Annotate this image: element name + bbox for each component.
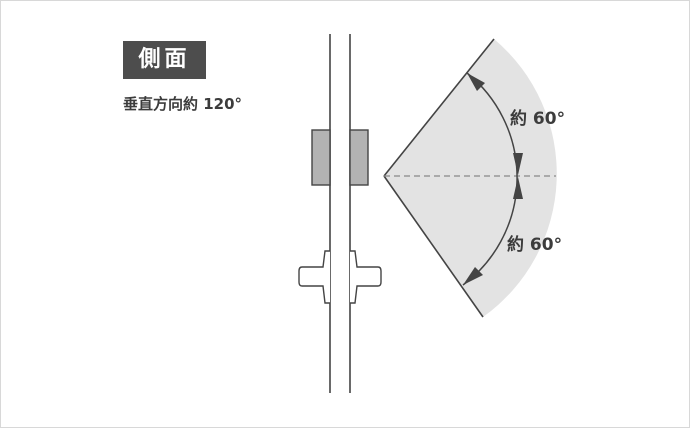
arrow-head-upper — [467, 73, 485, 91]
angle-label-upper: 約 60° — [510, 108, 565, 129]
arrow-head-center-upper — [513, 153, 523, 175]
title-badge: 側面 — [123, 41, 206, 79]
upper-limit-line — [383, 38, 495, 177]
viewing-sector — [384, 39, 557, 317]
latch-left — [311, 129, 331, 186]
arrow-head-lower — [463, 267, 483, 285]
subtitle: 垂直方向約 120° — [123, 95, 243, 113]
lever-handle-left — [298, 250, 330, 304]
angle-arc — [462, 72, 518, 286]
arrow-head-center-lower — [513, 177, 523, 199]
angle-label-lower: 約 60° — [507, 234, 562, 255]
latch-right — [349, 129, 369, 186]
lever-handle-right — [350, 250, 382, 304]
lower-limit-line — [383, 175, 484, 318]
